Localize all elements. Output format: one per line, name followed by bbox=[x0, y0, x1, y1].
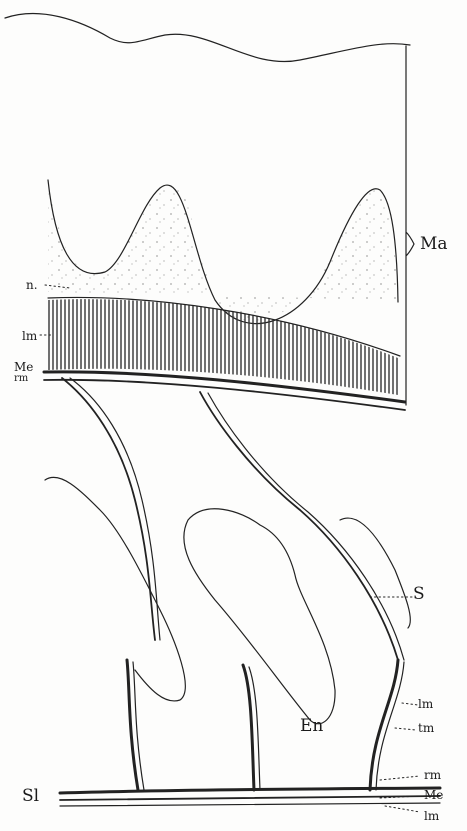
septum-fiber-mid-b bbox=[208, 393, 404, 660]
label-me-bot: Me bbox=[424, 789, 443, 801]
label-lm-top: lm bbox=[22, 330, 37, 342]
label-rm-bot: rm bbox=[424, 769, 441, 781]
leader-lm-mid bbox=[402, 703, 418, 705]
label-me-top: Me bbox=[14, 361, 33, 373]
bottom-membrane-base bbox=[60, 803, 440, 806]
cell-outline-left bbox=[45, 477, 185, 701]
tube-mid bbox=[243, 665, 254, 790]
label-tm: tm bbox=[418, 722, 434, 734]
leader-tm bbox=[395, 728, 416, 730]
cell-outline-center bbox=[184, 509, 335, 724]
bottom-membrane-upper bbox=[60, 788, 440, 793]
label-en: En bbox=[300, 718, 323, 735]
label-ma: Ma bbox=[420, 236, 448, 253]
septum-fiber-left bbox=[62, 378, 155, 640]
label-sl: Sl bbox=[22, 788, 39, 805]
septum-fiber-mid bbox=[200, 392, 398, 660]
label-n: n. bbox=[26, 279, 38, 291]
label-lm-mid: lm bbox=[418, 698, 433, 710]
bottom-membrane-lower bbox=[60, 796, 440, 800]
cell-outline-right bbox=[340, 518, 410, 628]
tube-right bbox=[370, 660, 398, 790]
label-s: S bbox=[413, 586, 425, 603]
septum-fiber-left-b bbox=[70, 378, 160, 640]
ma-bracket bbox=[406, 46, 414, 405]
label-rm-top: rm bbox=[14, 374, 28, 384]
label-lm-bot: lm bbox=[424, 810, 439, 822]
leader-lm-bot bbox=[385, 806, 420, 812]
top-outline bbox=[5, 14, 410, 62]
leader-rm-bot bbox=[380, 776, 420, 780]
